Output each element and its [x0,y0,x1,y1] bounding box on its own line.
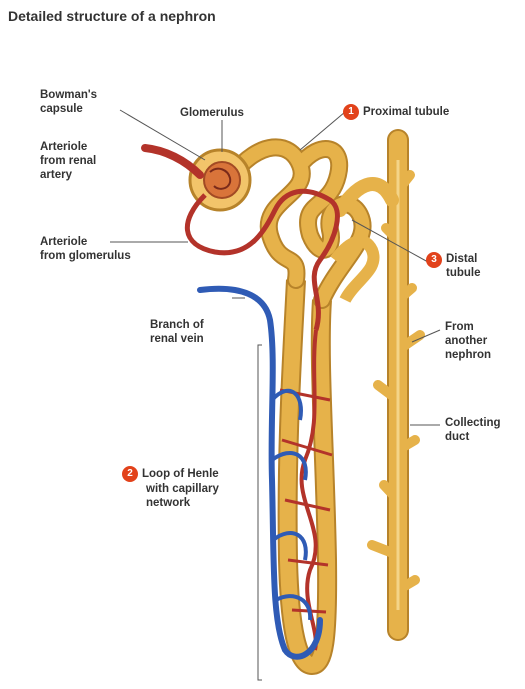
loop-of-henle-line-3: network [122,496,219,510]
distal-tubule-text: Distal tubule [446,252,481,280]
from-nephron-line-3: nephron [445,348,491,362]
collecting-duct-line-1: Collecting [445,416,501,430]
number-badge-2: 2 [122,466,138,482]
diagram-title: Detailed structure of a nephron [8,8,216,24]
arteriole-glomerulus-line-1: Arteriole [40,235,131,249]
arteriole-glomerulus-line-2: from glomerulus [40,249,131,263]
from-nephron-line-2: another [445,334,491,348]
arteriole-renal-line-2: from renal [40,154,96,168]
arteriole-renal-label: Arteriole from renal artery [40,140,96,182]
branch-renal-vein-line-2: renal vein [150,332,204,346]
collecting-duct-shape [372,140,420,630]
proximal-tubule-label: 1 Proximal tubule [343,104,449,120]
arteriole-renal-line-3: artery [40,168,96,182]
number-badge-1: 1 [343,104,359,120]
branch-renal-vein-line-1: Branch of [150,318,204,332]
collecting-duct-line-2: duct [445,430,501,444]
loop-of-henle-line-1: Loop of Henle [142,468,219,480]
distal-tubule-label: 3 Distal tubule [426,252,481,280]
glomerulus-label: Glomerulus [180,106,244,120]
arteriole-renal-line-1: Arteriole [40,140,96,154]
from-nephron-line-1: From [445,320,491,334]
bowmans-capsule-line-2: capsule [40,102,97,116]
bowmans-capsule-label: Bowman's capsule [40,88,97,116]
distal-tubule-line-2: tubule [446,266,481,280]
bowmans-capsule-line-1: Bowman's [40,88,97,102]
distal-tubule-line-1: Distal [446,252,481,266]
arteriole-glomerulus-label: Arteriole from glomerulus [40,235,131,263]
loop-of-henle-line-2: with capillary [122,482,219,496]
collecting-duct-label: Collecting duct [445,416,501,444]
proximal-tubule-text: Proximal tubule [363,106,449,118]
branch-renal-vein-label: Branch of renal vein [150,318,204,346]
from-another-nephron-label: From another nephron [445,320,491,362]
loop-of-henle-line-1-row: 2 Loop of Henle [122,466,219,482]
number-badge-3: 3 [426,252,442,268]
loop-of-henle-label: 2 Loop of Henle with capillary network [122,466,219,510]
